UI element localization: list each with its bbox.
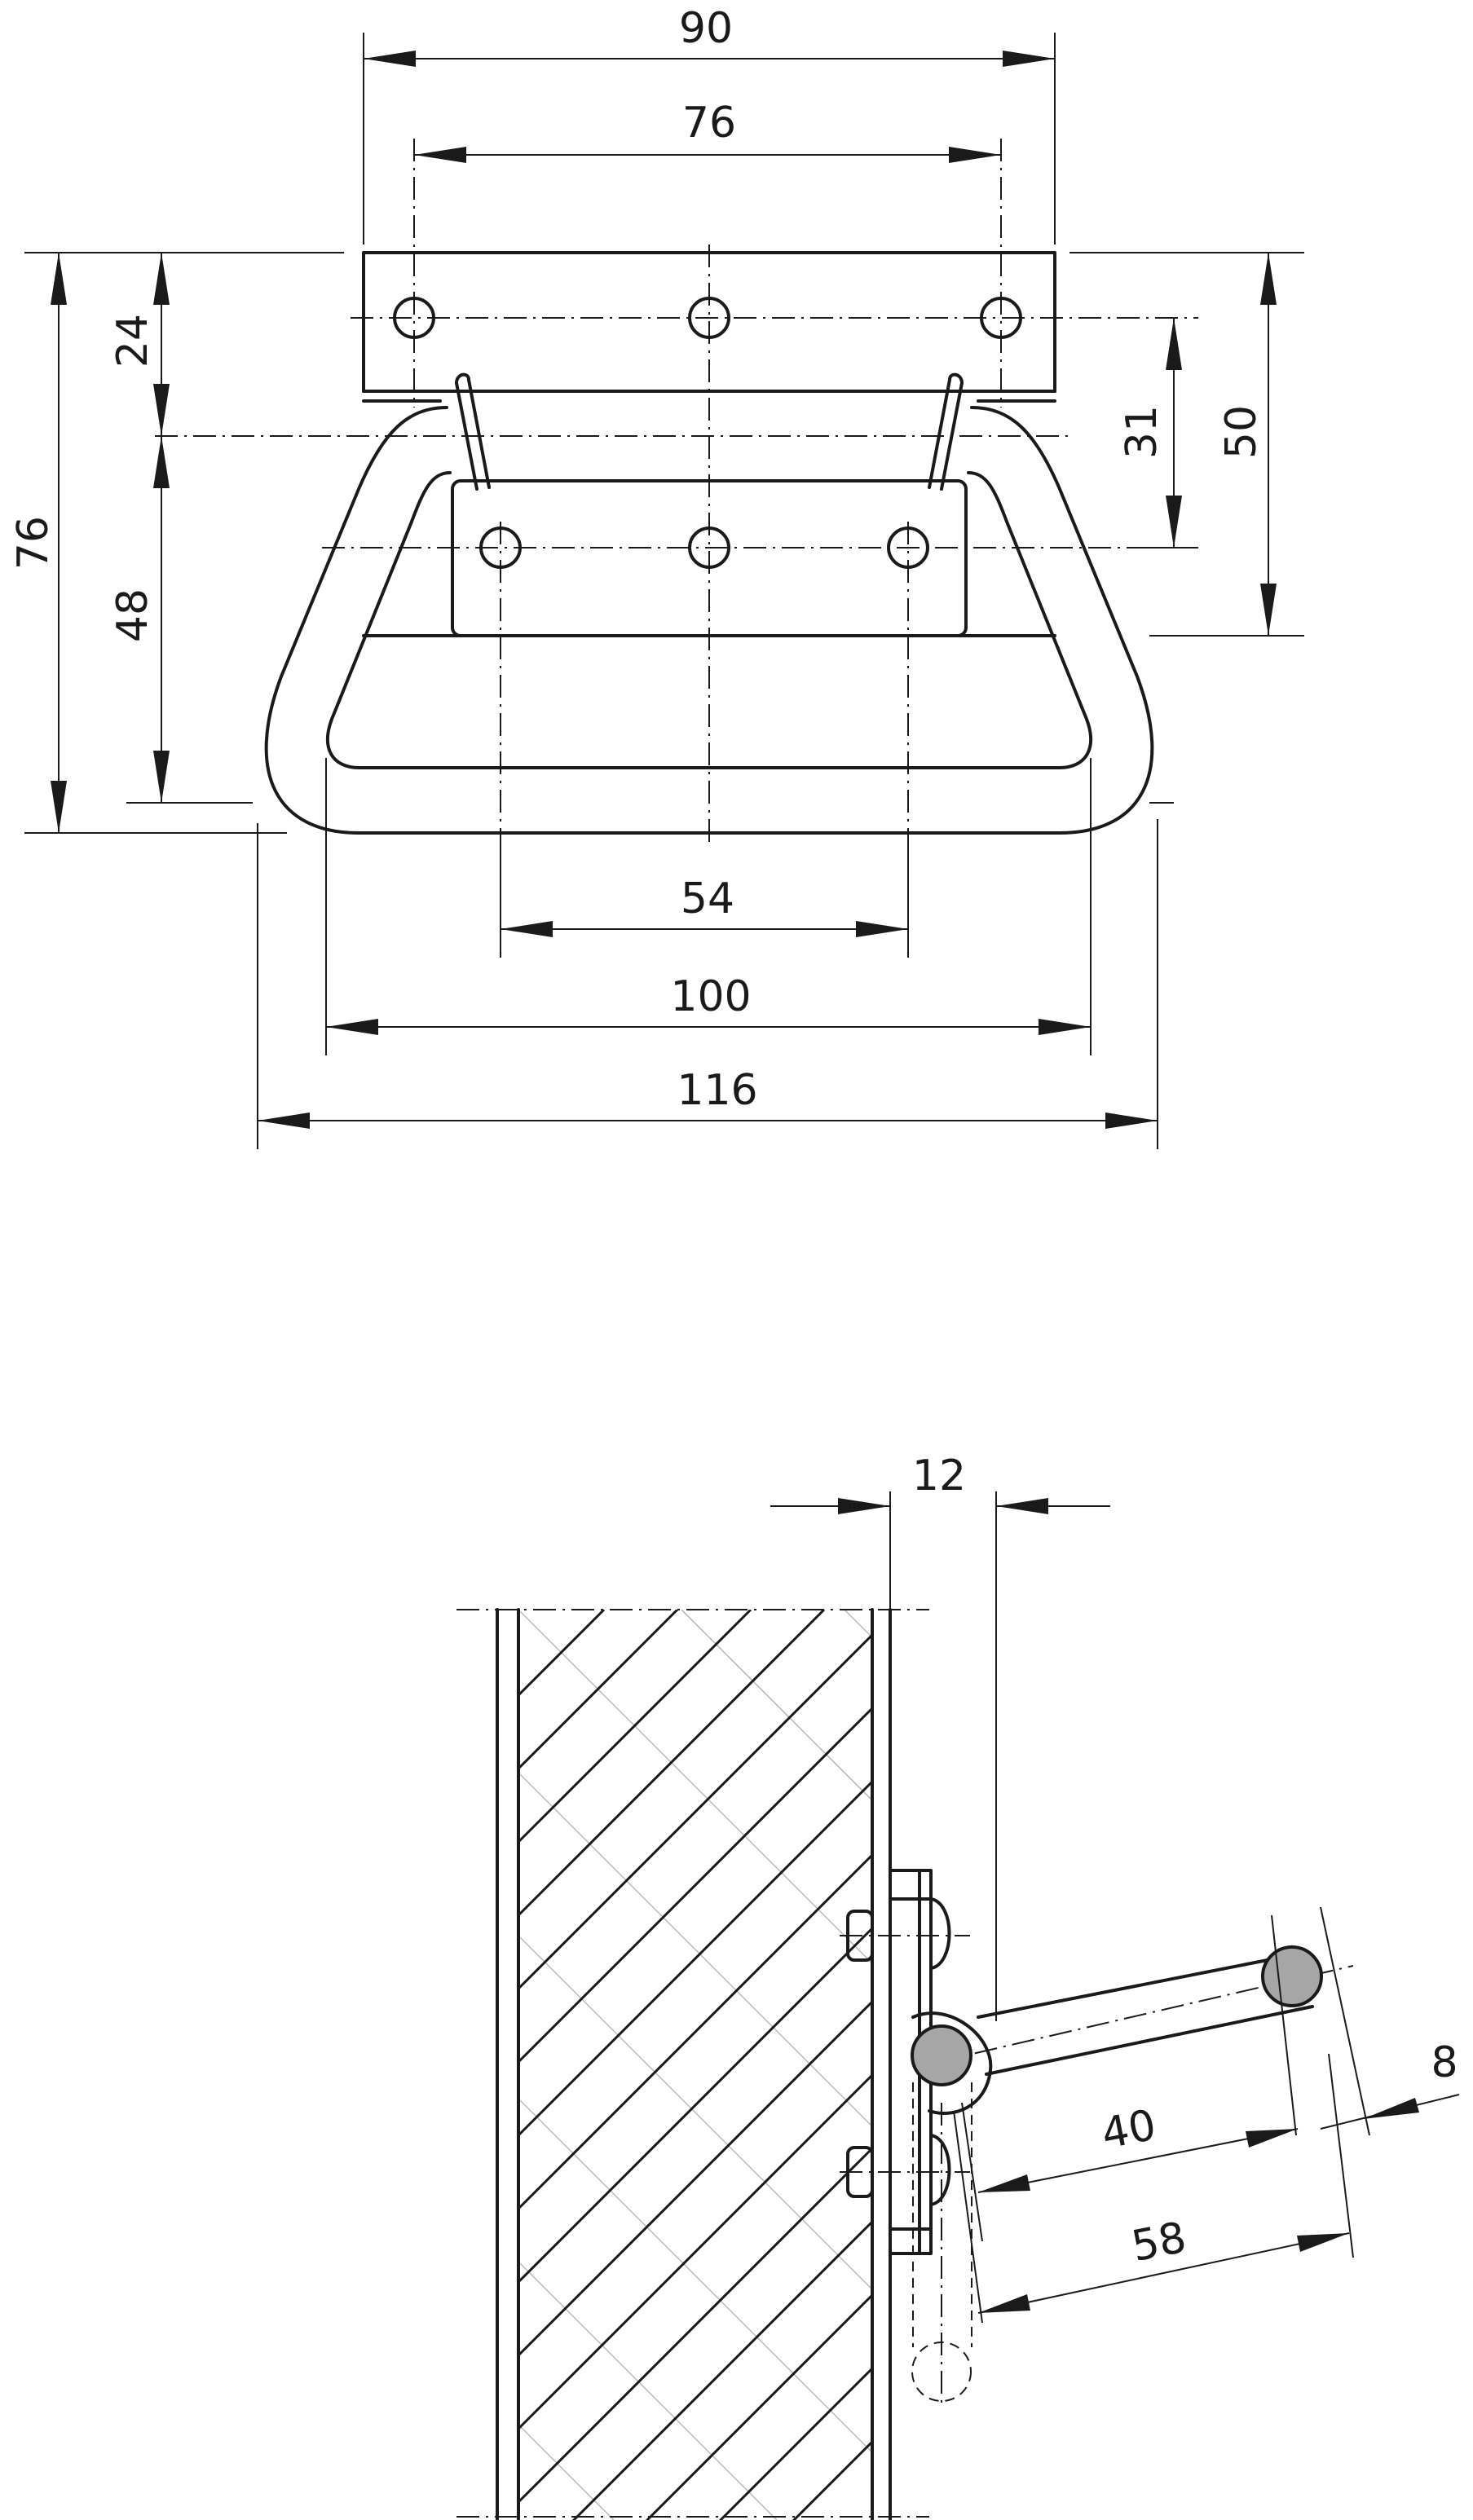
dim-label-50: 50 <box>1217 405 1266 459</box>
pivot-pin <box>911 2024 972 2086</box>
side-view: 12 8 40 58 <box>456 1452 1460 2520</box>
dimension-54: 54 <box>501 875 908 937</box>
dim-label-76-height: 76 <box>9 516 58 570</box>
dim-label-12: 12 <box>912 1452 966 1500</box>
extension-lines-front <box>24 33 1304 1149</box>
pivot-housing <box>911 2011 993 2115</box>
dimension-24: 24 <box>108 253 170 436</box>
dimension-8: 8 <box>1320 2038 1460 2130</box>
dimension-90: 90 <box>364 4 1055 67</box>
rivet-lower <box>840 2134 970 2206</box>
dim-label-100: 100 <box>670 972 751 1021</box>
dim-label-40: 40 <box>1098 2101 1160 2160</box>
centerlines-front <box>155 139 1198 848</box>
extension-lines-side <box>889 1491 1370 2324</box>
handle-arm <box>911 1945 1354 2086</box>
front-view: 90 76 76 24 48 <box>9 4 1304 1149</box>
dimension-100: 100 <box>326 972 1091 1035</box>
dimension-76-height: 76 <box>9 253 67 833</box>
dim-label-48: 48 <box>108 588 157 642</box>
dim-label-8: 8 <box>1431 2038 1458 2087</box>
dimension-116: 116 <box>258 1066 1158 1129</box>
dim-label-24: 24 <box>108 314 157 368</box>
dimension-48: 48 <box>108 436 170 803</box>
rivet-upper <box>840 1897 970 1970</box>
dim-label-31: 31 <box>1118 405 1166 459</box>
dimension-76-holes: 76 <box>414 99 1001 163</box>
dim-label-54: 54 <box>681 875 734 923</box>
dim-label-76-holes: 76 <box>682 99 736 148</box>
dimension-58: 58 <box>977 2214 1350 2314</box>
dimension-12: 12 <box>770 1452 1110 1514</box>
hatch-pattern <box>518 1610 872 2520</box>
handle-bar-inner <box>325 471 1093 769</box>
dimension-40: 40 <box>977 2101 1299 2193</box>
dim-label-90: 90 <box>679 4 733 53</box>
dimension-31: 31 <box>1118 318 1182 548</box>
dim-label-116: 116 <box>677 1066 757 1115</box>
handle-arm-folded <box>911 2082 972 2404</box>
bar-end <box>1261 1945 1323 2007</box>
dim-label-58: 58 <box>1128 2214 1190 2272</box>
dimension-50: 50 <box>1217 253 1277 636</box>
